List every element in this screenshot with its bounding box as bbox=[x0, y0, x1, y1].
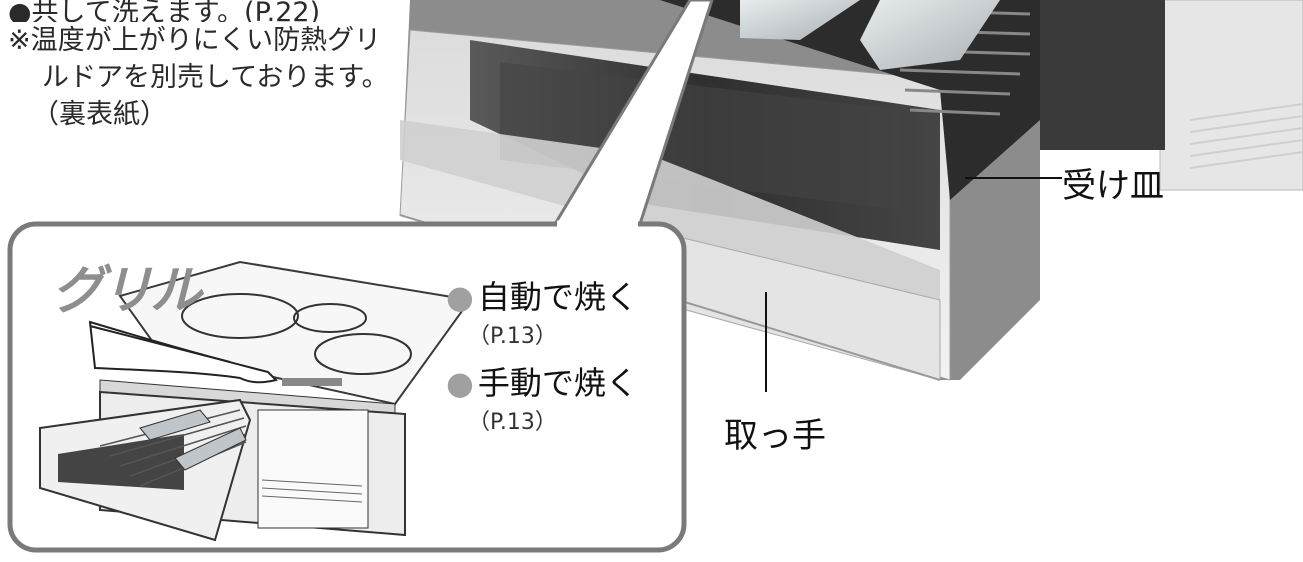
cooktop-illustration bbox=[39, 260, 472, 542]
handle-label: 取っ手 bbox=[724, 416, 826, 456]
side-note: ●共して洗えます。(P.22) ※温度が上がりにくい防熱グリ ルドアを別売してお… bbox=[8, 0, 389, 133]
manual-grill-label: 手動で焼く bbox=[477, 364, 638, 402]
grill-title: グリル bbox=[52, 261, 202, 321]
side-note-line: ※温度が上がりにくい防熱グリ bbox=[8, 25, 382, 56]
manual-grill-page-ref: （P.13） bbox=[468, 410, 557, 435]
grill-drawer bbox=[399, 0, 1040, 381]
auto-grill-page-ref: （P.13） bbox=[468, 324, 557, 349]
auto-grill-item: ●自動で焼く bbox=[446, 272, 638, 318]
auto-grill-label: 自動で焼く bbox=[477, 278, 638, 316]
manual-grill-item: ●手動で焼く bbox=[446, 358, 638, 404]
bullet-icon: ● bbox=[446, 278, 474, 316]
side-note-line: （裏表紙） bbox=[32, 99, 167, 130]
side-note-line-cut: ●共して洗えます。(P.22) bbox=[8, 0, 321, 22]
bullet-icon: ● bbox=[446, 364, 474, 402]
cabinet-right bbox=[1040, 0, 1303, 191]
tray-label: 受け皿 bbox=[1062, 166, 1164, 206]
side-note-line: ルドアを別売しております。 bbox=[42, 62, 389, 93]
